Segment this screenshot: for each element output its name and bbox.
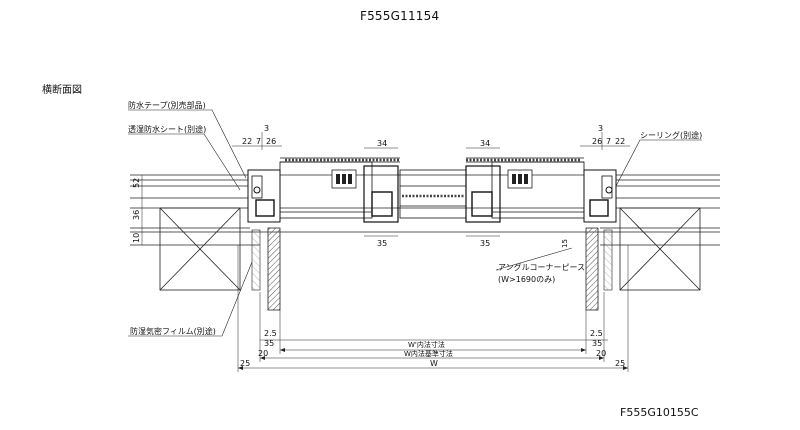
dim-26-right: 26 [592, 137, 602, 146]
product-code: F555G11154 [360, 9, 440, 23]
dim-20-left: 20 [258, 349, 268, 358]
dim-10: 10 [132, 233, 141, 243]
note-vapor-film: 防湿気密フィルム(別途) [130, 327, 216, 336]
dim-52: 52 [132, 178, 141, 188]
dim-15: 15 [561, 239, 569, 248]
dim-7-right: 7 [606, 137, 611, 146]
note-angle-corner-cond: (W>1690のみ) [498, 275, 556, 284]
dim-3-left: 3 [264, 124, 269, 133]
dim-36: 36 [132, 210, 141, 220]
dim-34-right: 34 [480, 139, 490, 148]
dim-2-5-right: 2.5 [590, 329, 603, 338]
note-moisture-sheet: 透湿防水シート(別途) [128, 125, 207, 134]
dim-22-right: 22 [615, 137, 625, 146]
dim-20-right: 20 [596, 349, 606, 358]
dim-inner-ref: W内法基準寸法 [404, 349, 453, 358]
dim-34-left: 34 [377, 139, 387, 148]
dim-22-left: 22 [242, 137, 252, 146]
dim-35-right: 35 [480, 239, 490, 248]
drawing-code: F555G10155C [620, 406, 699, 419]
dim-25-left: 25 [240, 359, 250, 368]
dim-2-5-left: 2.5 [264, 329, 277, 338]
note-sealing: シーリング(別途) [640, 131, 703, 140]
dim-35-left: 35 [377, 239, 387, 248]
dim-35-bottom-right: 35 [592, 339, 602, 348]
dim-w: W [430, 359, 438, 368]
note-waterproof-tape: 防水テープ(別売部品) [128, 101, 206, 110]
note-angle-corner: アングルコーナーピース [498, 263, 586, 272]
dim-35-bottom-left: 35 [264, 339, 274, 348]
dim-7-left: 7 [256, 137, 261, 146]
dim-3-right: 3 [598, 124, 603, 133]
dim-25-right: 25 [615, 359, 625, 368]
dim-inner: W'内法寸法 [408, 340, 445, 349]
section-title: 横断面図 [42, 85, 82, 96]
dim-26-left: 26 [266, 137, 276, 146]
